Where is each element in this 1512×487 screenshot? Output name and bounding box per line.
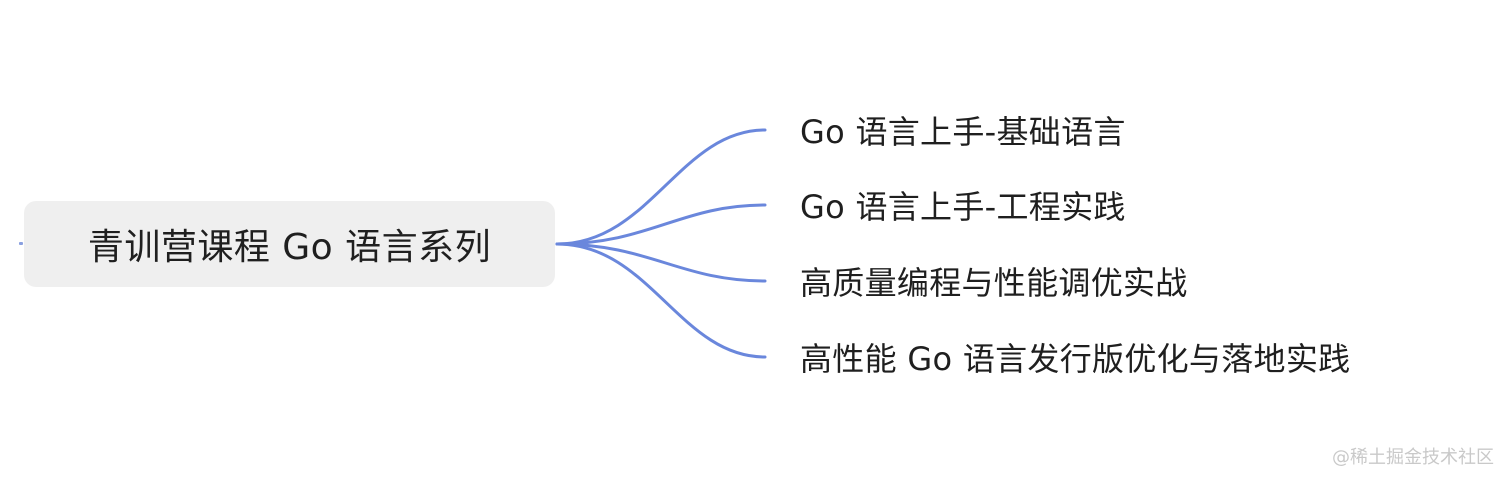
child-node-label: 高质量编程与性能调优实战 <box>800 264 1188 302</box>
child-node-4[interactable]: 高性能 Go 语言发行版优化与落地实践 <box>800 335 1350 379</box>
child-node-1[interactable]: Go 语言上手-基础语言 <box>800 108 1126 152</box>
child-node-3[interactable]: 高质量编程与性能调优实战 <box>800 259 1188 303</box>
root-node-label: 青训营课程 Go 语言系列 <box>87 227 492 268</box>
connector-to-child-1 <box>555 128 767 246</box>
watermark: @稀土掘金技术社区 <box>1332 447 1494 468</box>
child-node-label: Go 语言上手-基础语言 <box>800 113 1126 151</box>
connector-to-child-3 <box>555 242 767 283</box>
root-collapse-handle[interactable] <box>19 242 23 245</box>
connector-to-child-4 <box>555 242 767 359</box>
child-node-label: Go 语言上手-工程实践 <box>800 188 1126 226</box>
root-node[interactable]: 青训营课程 Go 语言系列 <box>24 201 555 287</box>
child-node-label: 高性能 Go 语言发行版优化与落地实践 <box>800 340 1351 378</box>
child-node-2[interactable]: Go 语言上手-工程实践 <box>800 183 1126 227</box>
connector-to-child-2 <box>555 203 767 246</box>
